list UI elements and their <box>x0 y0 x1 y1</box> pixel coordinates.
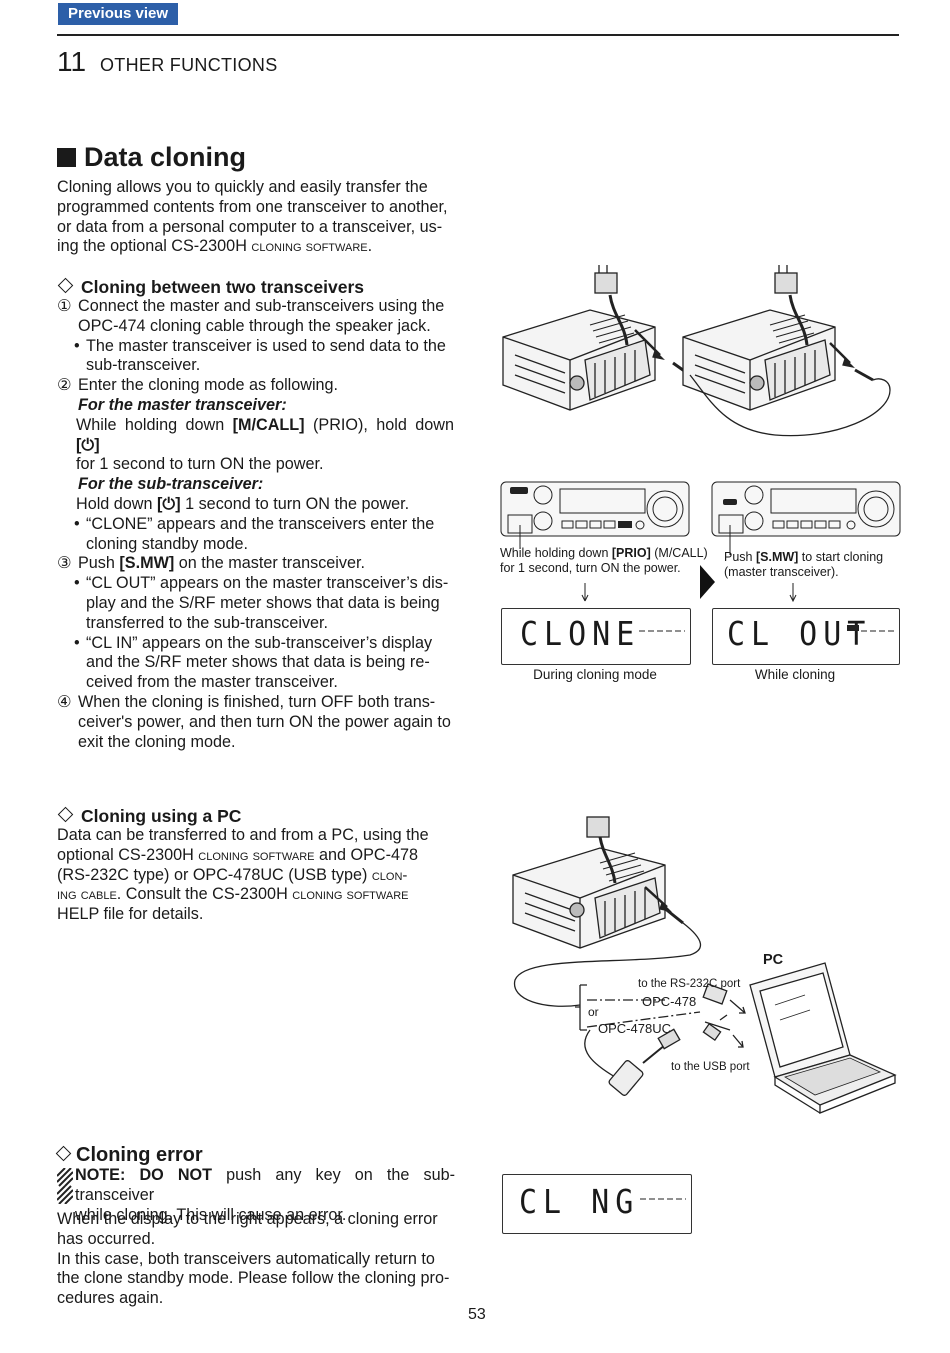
error-note: NOTE: DO NOT push any key on the sub-tra… <box>75 1166 455 1224</box>
step-2-bullet-line: cloning standby mode. <box>86 534 248 553</box>
chapter-title: OTHER FUNCTIONS <box>100 55 278 75</box>
usb-port-label: to the USB port <box>671 1061 750 1073</box>
step-3-bullet: “CL OUT” appears on the master transceiv… <box>57 574 454 594</box>
intro-line: programmed contents from one transceiver… <box>57 197 448 216</box>
step-2-bullet: “CLONE” appears and the transceivers ent… <box>57 515 454 535</box>
lcd-cl-ng: CL NG <box>502 1174 692 1234</box>
section-title-text: Data cloning <box>84 142 247 172</box>
rs232-port-label: to the RS-232C port <box>638 978 741 990</box>
caution-hatch-icon <box>57 1168 73 1204</box>
error-paragraph: When the display to the right appears, a… <box>57 1210 450 1308</box>
chapter-number: 11 <box>57 46 87 77</box>
intro-line: ing the optional CS-2300H cloning softwa… <box>57 237 373 256</box>
previous-view-button[interactable]: Previous view <box>58 3 179 25</box>
step-1-bullet: The master transceiver is used to send d… <box>57 337 454 357</box>
two-transceivers-illustration <box>502 265 891 437</box>
step-3-bullet-line: ceived from the master transceiver. <box>86 673 338 692</box>
page-number: 53 <box>468 1306 486 1323</box>
subheading-pc: Cloning using a PC <box>57 805 241 827</box>
step-3-bullet-line: transferred to the sub-transceiver. <box>86 613 329 632</box>
sub-label: For the sub-transceiver: <box>78 475 264 494</box>
intro-line: Cloning allows you to quickly and easily… <box>57 178 428 196</box>
step-1-bullet-line: sub-transceiver. <box>86 356 201 375</box>
caption-right: Push [S.MW] to start cloning (master tra… <box>724 550 884 579</box>
intro-paragraph: Cloning allows you to quickly and easily… <box>57 178 454 257</box>
master-label: For the master transceiver: <box>78 395 287 414</box>
pc-paragraph: Data can be transferred to and from a PC… <box>57 826 429 924</box>
diamond-icon <box>57 277 74 294</box>
subheading-two-transceivers: Cloning between two transceivers <box>57 276 364 298</box>
sub-line: Hold down [⏻] 1 second to turn ON the po… <box>76 494 410 513</box>
header-rule <box>57 34 899 36</box>
subheading-error: Cloning error <box>55 1144 203 1166</box>
lcd-cl-out: CL OUT <box>712 608 900 665</box>
front-panel-right <box>711 481 901 537</box>
step-4-line: exit the cloning mode. <box>78 732 236 751</box>
lcd-clone: CLONE <box>501 608 691 665</box>
step-1-line: OPC-474 cloning cable through the speake… <box>78 316 431 335</box>
step-4-line: ceiver's power, and then turn ON the pow… <box>78 712 451 731</box>
diamond-icon <box>57 806 74 823</box>
callout-arrow-right <box>789 583 797 603</box>
master-line: While holding down [M/CALL] (PRIO), hold… <box>76 415 455 454</box>
caption-left: While holding down [PRIO] (M/CALL) for 1… <box>500 546 708 575</box>
step-3-bullet-line: and the S/RF meter shows that data is be… <box>86 653 430 672</box>
or-label: or <box>588 1005 599 1019</box>
master-line: for 1 second to turn ON the power. <box>76 455 324 474</box>
square-bullet-icon <box>57 148 76 167</box>
diamond-icon <box>55 1145 72 1162</box>
meter-segments-icon <box>640 1198 686 1200</box>
lcd-cl-out-caption: While cloning <box>754 667 836 682</box>
opc-478-label: OPC-478 <box>642 994 697 1009</box>
pc-label: PC <box>763 952 784 968</box>
lcd-clone-text: CLONE <box>520 615 641 654</box>
lcd-clone-caption: During cloning mode <box>533 667 657 682</box>
section-title: Data cloning <box>57 140 246 174</box>
pc-connection-illustration <box>512 816 897 1114</box>
lcd-cl-out-text: CL OUT <box>727 615 872 654</box>
opc-478uc-label: OPC-478UC <box>598 1021 671 1036</box>
intro-line: or data from a personal computer to a tr… <box>57 217 443 236</box>
step-3-bullet-line: play and the S/RF meter shows that data … <box>86 593 440 612</box>
meter-segments-icon <box>847 625 895 632</box>
meter-segments-icon <box>639 630 685 632</box>
lcd-cl-ng-text: CL NG <box>519 1183 640 1222</box>
step-3-bullet: “CL IN” appears on the sub-transceiver’s… <box>57 634 454 654</box>
callout-lines <box>519 525 731 602</box>
